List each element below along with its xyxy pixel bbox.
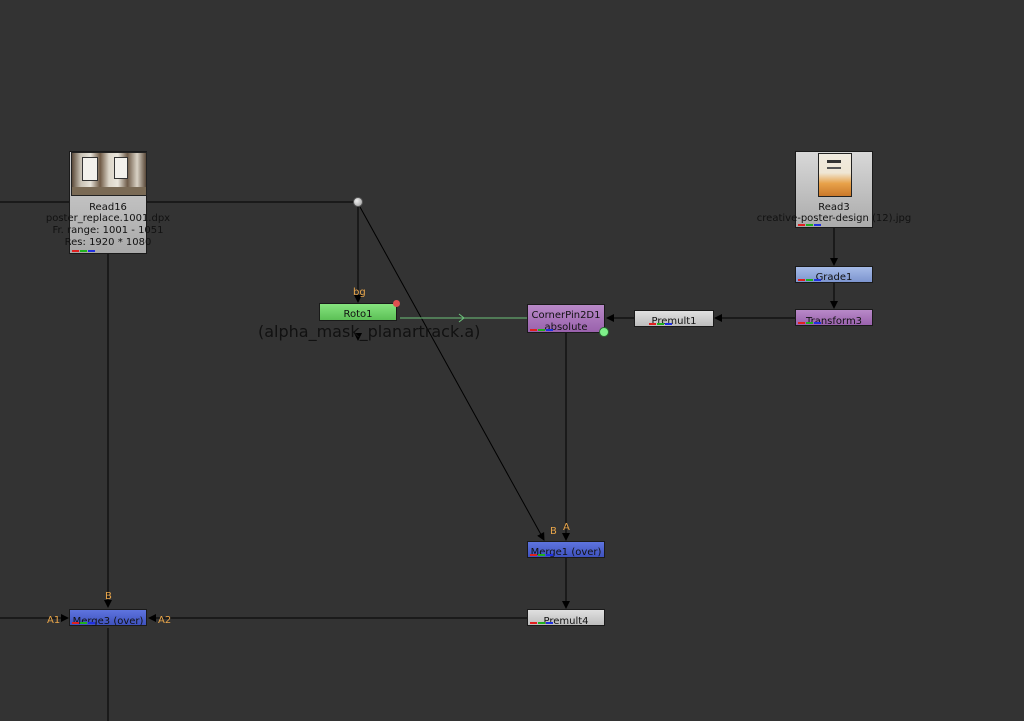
roto1-mask-label: (alpha_mask_planartrack.a) bbox=[258, 322, 481, 341]
grade1-name: Grade1 bbox=[815, 272, 853, 283]
read16-range: Fr. range: 1001 - 1051 bbox=[52, 225, 164, 236]
read3-channels bbox=[798, 224, 824, 226]
premult4-name: Premult4 bbox=[543, 616, 589, 627]
merge1-channels bbox=[530, 554, 556, 556]
read16-channels bbox=[72, 250, 98, 252]
grade1-channels bbox=[798, 279, 824, 281]
cornerpin2d1-name: CornerPin2D1 bbox=[531, 310, 601, 321]
read3-node[interactable]: Read3 creative-poster-design (12).jpg bbox=[757, 151, 911, 228]
transform3-channels bbox=[798, 322, 824, 324]
merge3-node[interactable]: Merge3 (over) bbox=[69, 609, 147, 627]
roto1-keyframe-badge bbox=[393, 300, 400, 307]
merge1-name: Merge1 (over) bbox=[530, 547, 602, 558]
merge3-b-label: B bbox=[105, 591, 112, 602]
edge-mask-chevron bbox=[458, 313, 465, 323]
merge1-b-label: B bbox=[550, 526, 557, 537]
transform3-node[interactable]: Transform3 bbox=[795, 309, 873, 327]
premult1-name: Premult1 bbox=[651, 316, 697, 327]
cornerpin2d1-node[interactable]: CornerPin2D1 absolute bbox=[527, 304, 609, 337]
edge-dot-to-merge1 bbox=[359, 206, 545, 541]
premult4-channels bbox=[530, 622, 556, 624]
premult1-node[interactable]: Premult1 bbox=[634, 310, 714, 327]
read3-thumbnail bbox=[818, 153, 852, 197]
merge3-channels bbox=[72, 622, 98, 624]
read3-file: creative-poster-design (12).jpg bbox=[756, 213, 912, 224]
merge3-name: Merge3 (over) bbox=[72, 616, 144, 627]
cornerpin2d1-channels bbox=[530, 329, 556, 331]
read16-thumbnail bbox=[71, 152, 147, 196]
merge3-a2-label: A2 bbox=[158, 615, 172, 626]
read16-file: poster_replace.1001.dpx bbox=[45, 213, 171, 224]
read16-node[interactable]: Read16 poster_replace.1001.dpx Fr. range… bbox=[46, 151, 170, 254]
premult4-node[interactable]: Premult4 bbox=[527, 609, 605, 627]
dot-node[interactable] bbox=[353, 197, 363, 207]
read16-name: Read16 bbox=[89, 202, 127, 213]
cornerpin2d1-mask-indicator bbox=[599, 327, 609, 337]
merge1-node[interactable]: Merge1 (over) bbox=[527, 541, 605, 558]
read16-res: Res: 1920 * 1080 bbox=[64, 237, 152, 248]
transform3-name: Transform3 bbox=[805, 316, 863, 327]
merge3-a1-label: A1 bbox=[47, 615, 61, 626]
roto1-node[interactable]: Roto1 bbox=[319, 300, 400, 321]
roto1-bg-label: bg bbox=[353, 287, 366, 298]
grade1-node[interactable]: Grade1 bbox=[795, 266, 873, 283]
merge1-a-label: A bbox=[563, 522, 570, 533]
read3-name: Read3 bbox=[818, 202, 850, 213]
premult1-channels bbox=[649, 323, 675, 325]
roto1-name: Roto1 bbox=[343, 309, 373, 320]
cornerpin2d1-mode: absolute bbox=[544, 322, 588, 333]
